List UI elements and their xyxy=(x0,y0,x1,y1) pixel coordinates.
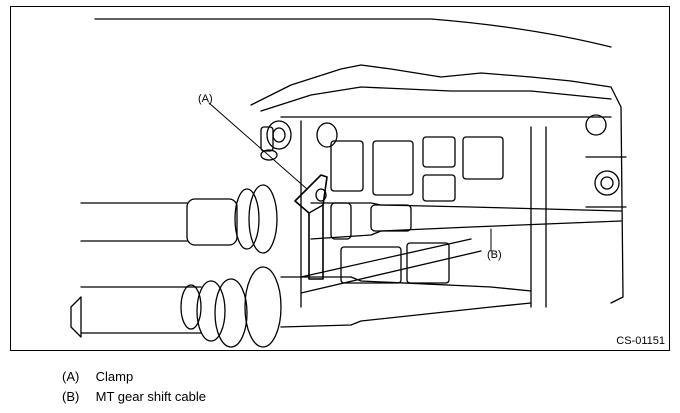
clamp-a xyxy=(294,174,328,280)
legend-text: MT gear shift cable xyxy=(95,389,206,404)
lower-cable-sheath xyxy=(80,202,188,242)
legend-item-shift-cable: (B) MT gear shift cable xyxy=(62,389,206,405)
diagram-frame: (A) (B) CS-01151 xyxy=(10,6,670,351)
figure-code: CS-01151 xyxy=(616,335,665,347)
callout-b: (B) xyxy=(487,249,502,261)
upper-panel xyxy=(94,18,612,48)
legend-item-clamp: (A) Clamp xyxy=(62,369,133,385)
callout-a: (A) xyxy=(198,93,213,105)
legend-key: (B) xyxy=(62,389,80,404)
legend-key: (A) xyxy=(62,369,80,384)
mt-gear-shift-cable-illustration xyxy=(70,18,627,348)
shift-cable-b xyxy=(310,202,622,240)
bracket-housing xyxy=(250,64,624,304)
leader-line-a xyxy=(208,102,308,190)
legend-text: Clamp xyxy=(95,369,134,384)
